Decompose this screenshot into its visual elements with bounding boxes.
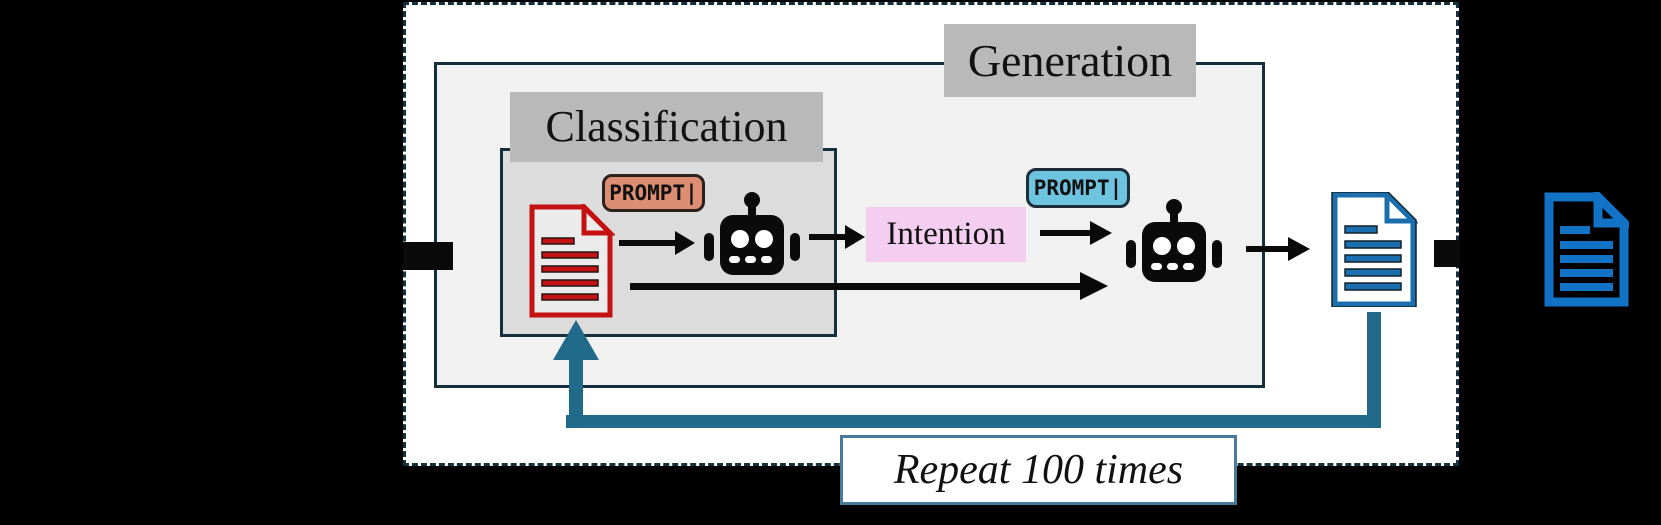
input-arrow-icon bbox=[403, 242, 453, 270]
classification-prompt-badge: PROMPT| bbox=[602, 174, 705, 212]
arrow-document-to-classifier-head bbox=[675, 231, 695, 255]
exit-arrow-icon bbox=[1434, 240, 1460, 267]
generation-prompt-badge: PROMPT| bbox=[1026, 168, 1130, 208]
generation-stage-label: Generation bbox=[944, 24, 1196, 97]
final-document-icon bbox=[1544, 192, 1629, 307]
generator-robot-icon bbox=[1126, 199, 1222, 282]
arrow-classifier-to-intention-head bbox=[845, 225, 865, 249]
feedback-loop-horizontal-segment bbox=[566, 415, 1381, 428]
classifier-robot-icon bbox=[704, 192, 800, 275]
arrow-intention-to-generator-head bbox=[1090, 221, 1112, 245]
input-document-icon bbox=[529, 204, 615, 318]
arrow-document-to-classifier bbox=[619, 240, 677, 246]
feedback-loop-up-segment bbox=[569, 356, 583, 422]
arrow-generator-to-output bbox=[1246, 246, 1290, 252]
repeat-count-box: Repeat 100 times bbox=[840, 435, 1237, 505]
output-document-icon bbox=[1331, 192, 1418, 307]
arrow-document-to-generator bbox=[630, 283, 1082, 290]
classification-stage-label: Classification bbox=[510, 92, 823, 162]
arrow-generator-to-output-head bbox=[1288, 237, 1310, 261]
arrow-document-to-generator-head bbox=[1080, 272, 1108, 300]
intention-box: Intention bbox=[866, 207, 1026, 262]
feedback-loop-down-segment bbox=[1367, 312, 1381, 428]
arrow-intention-to-generator bbox=[1040, 230, 1092, 236]
arrow-classifier-to-intention bbox=[809, 234, 847, 240]
feedback-loop-arrowhead-icon bbox=[553, 320, 599, 360]
